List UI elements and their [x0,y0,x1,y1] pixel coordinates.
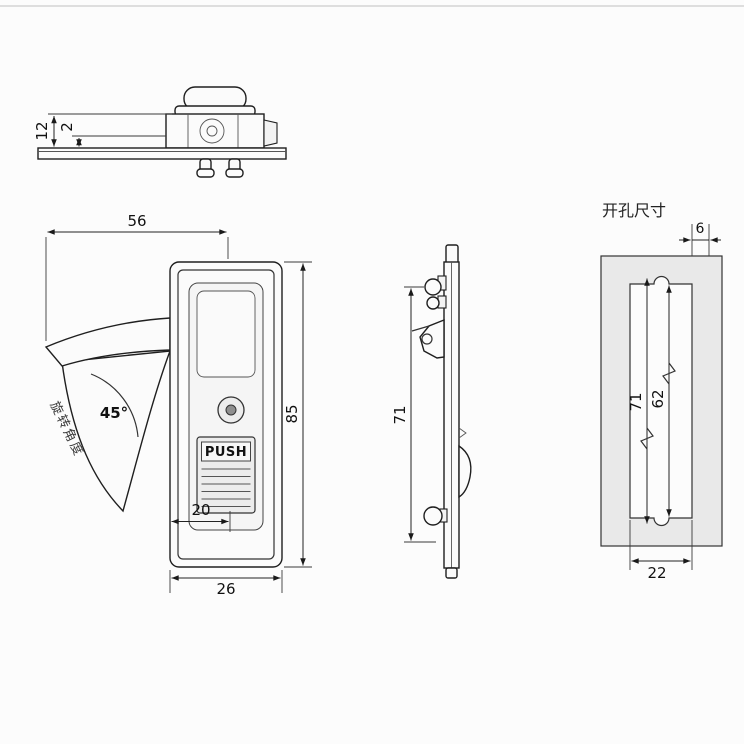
cutout-title: 开孔尺寸 [602,201,666,220]
dim-total-width: 56 [45,212,229,341]
dim-body-height: 85 [283,261,312,568]
swing-arm-rotated [61,350,172,513]
dim-body-width: 26 [169,570,283,598]
break-mark-71 [640,427,654,450]
dim-cutout-total-height: 71 [627,278,654,524]
top-view: 12 2 [33,86,287,178]
side-stud-head-bottom [423,506,443,526]
side-hook [458,444,472,499]
lock-body-inner [177,269,275,560]
dim-label-cutout-71: 71 [627,392,645,411]
cutout-view: 开孔尺寸 6 71 62 22 [600,201,723,582]
keyhole-inner [225,404,237,416]
side-stud-head-1 [424,278,442,296]
dim-head-height: 12 [33,113,172,147]
latch-tab [263,119,278,147]
dim-label-85: 85 [283,404,301,423]
upper-panel [196,290,256,378]
dim-cutout-slot-height: 62 [649,285,676,517]
dim-label-12: 12 [33,121,51,140]
push-label-box [201,441,251,462]
mounting-plate [37,147,287,160]
dim-label-20: 20 [191,501,210,519]
cam-circle-inner [206,125,218,137]
dim-label-6: 6 [696,221,705,237]
dim-label-56: 56 [127,212,146,230]
mounting-studs [196,158,244,178]
side-view: 71 [391,244,472,579]
dim-label-62: 62 [649,389,667,408]
dim-label-22: 22 [647,564,666,582]
stud-left-nut [196,168,215,178]
dim-plate-thickness: 2 [58,122,166,147]
dim-edge-offset: 6 [679,221,721,256]
dim-side-height: 71 [391,286,436,543]
break-mark-62 [662,362,676,385]
dim-button-width: 20 [171,501,231,532]
dim-label-side-71: 71 [391,405,409,424]
dim-label-2: 2 [58,122,76,132]
stud-right-nut [225,168,244,178]
dim-label-26: 26 [216,580,235,598]
rotation-arc [90,373,139,438]
side-bracket-tail [411,325,430,332]
push-button-ridges [201,468,251,507]
side-top-pin [445,244,459,265]
push-label: PUSH [205,445,247,460]
side-notch [458,427,467,439]
cam-circle [199,118,225,144]
side-bottom-pin [445,567,458,579]
dim-cutout-width: 22 [629,520,693,582]
side-stud-head-2 [426,296,440,310]
side-bracket-hole [421,333,433,345]
angle-label: 45° [100,404,128,422]
front-view: PUSH 45° 旋转角度 56 85 20 [44,212,312,598]
